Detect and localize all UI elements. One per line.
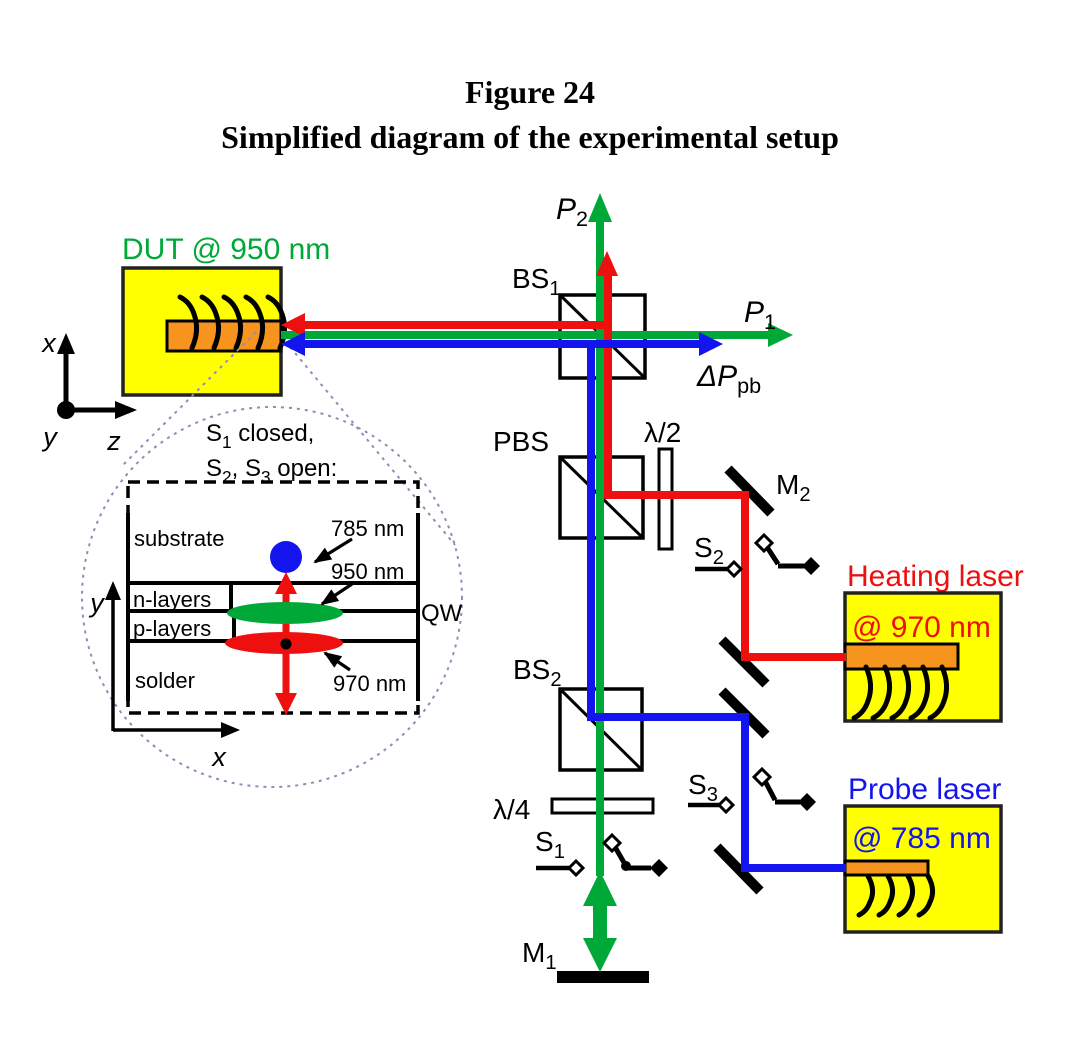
heating-laser-heat-icon	[851, 664, 950, 721]
figure-subtitle: Simplified diagram of the experimental s…	[221, 119, 839, 155]
p1-label: P1	[744, 296, 776, 334]
chip-cross-section-inset: S1 closed, S2, S3 open: substrate n-laye…	[88, 420, 462, 772]
m1-label: M1	[522, 937, 557, 974]
half-wave-plate-label: λ/2	[644, 417, 681, 448]
n-layers-label: n-layers	[133, 587, 211, 612]
quarter-wave-plate-label: λ/4	[493, 794, 530, 825]
shutter-s3	[688, 766, 816, 815]
p-layers-label: p-layers	[133, 616, 211, 641]
probe-laser-heat-icon	[856, 873, 936, 918]
probe-785nm-spot	[270, 541, 302, 573]
inset-y-label: y	[88, 588, 105, 618]
heat-arrow-up-head	[275, 572, 297, 594]
dppb-arrowhead	[699, 332, 723, 356]
inset-y-arrowhead-icon	[105, 581, 121, 600]
red-up-arrowhead	[596, 251, 618, 276]
wavelength-970-label: 970 nm	[333, 671, 406, 696]
probe-laser-name: Probe laser	[848, 773, 1001, 806]
green-double-arrow-down-head	[583, 938, 617, 972]
heating-laser-chip	[843, 642, 960, 671]
heating-spot-center-dot	[280, 638, 292, 650]
probe-laser-wavelength: @ 785 nm	[852, 822, 991, 855]
heating-path-mirror	[718, 636, 770, 688]
p1-arrowhead	[768, 323, 793, 347]
x-axis-arrowhead-icon	[57, 333, 75, 354]
x-axis-label: x	[40, 328, 57, 358]
green-double-arrow-to-m1	[583, 871, 617, 972]
heat-arrow-down-head	[275, 693, 297, 715]
inset-x-label: x	[210, 742, 227, 772]
p2-arrowhead	[588, 193, 612, 222]
figure-title: Figure 24	[465, 74, 595, 110]
heating-laser-name: Heating laser	[847, 560, 1024, 593]
bs2-label: BS2	[513, 654, 562, 691]
green-double-arrow-up-head	[583, 871, 617, 906]
callout-circle	[81, 406, 463, 788]
p2-label: P2	[556, 193, 588, 231]
s2-flag-handle-icon	[802, 557, 820, 575]
pbs-label: PBS	[493, 426, 549, 457]
s2-flag-arm1	[764, 545, 781, 566]
labels: P2 P1 ΔPpb BS1 PBS λ/2 M2 S2 BS2 S3 λ/4 …	[493, 193, 811, 974]
m1-mirror	[557, 971, 649, 983]
s1-blade-diamond-icon	[566, 858, 586, 878]
wavelength-785-label: 785 nm	[331, 516, 404, 541]
s1-flag-handle-icon	[650, 859, 668, 877]
laser-beams	[281, 193, 846, 972]
dut-assembly: DUT @ 950 nm	[121, 233, 330, 397]
s3-flag-arm1	[762, 779, 778, 802]
inset-condition-line2: S2, S3 open:	[206, 455, 337, 487]
z-axis-label: z	[106, 426, 121, 456]
magnifier-callout	[81, 331, 463, 788]
blue-beam-path	[587, 344, 846, 872]
shutter-s2	[695, 532, 820, 579]
substrate-label: substrate	[134, 526, 225, 551]
blue-dut-arrowhead	[281, 332, 305, 356]
bs1-label: BS1	[512, 263, 561, 300]
lasing-950nm-spot	[227, 602, 343, 624]
dppb-label: ΔPpb	[696, 360, 761, 398]
wavelength-950-label: 950 nm	[331, 559, 404, 584]
probe-path-lower-mirror	[713, 843, 764, 895]
s3-blade-diamond-icon	[716, 795, 736, 815]
optical-components	[550, 293, 775, 983]
inset-x-arrowhead-icon	[221, 722, 240, 738]
inset-condition-line1: S1 closed,	[206, 420, 314, 452]
y-axis-origin-dot-icon	[57, 401, 75, 419]
probe-laser-chip	[843, 859, 930, 877]
s2-label: S2	[694, 532, 724, 569]
heating-laser-wavelength: @ 970 nm	[852, 611, 991, 644]
m2-mirror	[724, 465, 775, 517]
z-axis-arrowhead-icon	[115, 401, 137, 419]
shutter-s1	[536, 832, 668, 878]
s2-blade-diamond-icon	[724, 559, 744, 579]
s1-label: S1	[535, 826, 565, 863]
main-axes: x y z	[40, 328, 137, 456]
dut-label: DUT @ 950 nm	[122, 233, 330, 266]
callout-line-right	[289, 346, 456, 546]
wavelength-970-arrow	[323, 651, 351, 672]
s3-flag-handle-icon	[798, 793, 816, 811]
solder-label: solder	[135, 668, 195, 693]
wavelength-785-arrow	[313, 537, 353, 564]
heating-laser-assembly: Heating laser @ 970 nm	[843, 560, 1024, 723]
red-beam-path	[604, 262, 846, 661]
wavelength-950-arrow	[320, 582, 353, 606]
m2-label: M2	[776, 469, 811, 506]
s3-label: S3	[688, 769, 718, 806]
qw-label: QW	[421, 600, 463, 627]
red-dut-arrowhead	[281, 313, 305, 337]
y-axis-label: y	[41, 422, 58, 452]
probe-laser-assembly: Probe laser @ 785 nm	[843, 773, 1003, 934]
